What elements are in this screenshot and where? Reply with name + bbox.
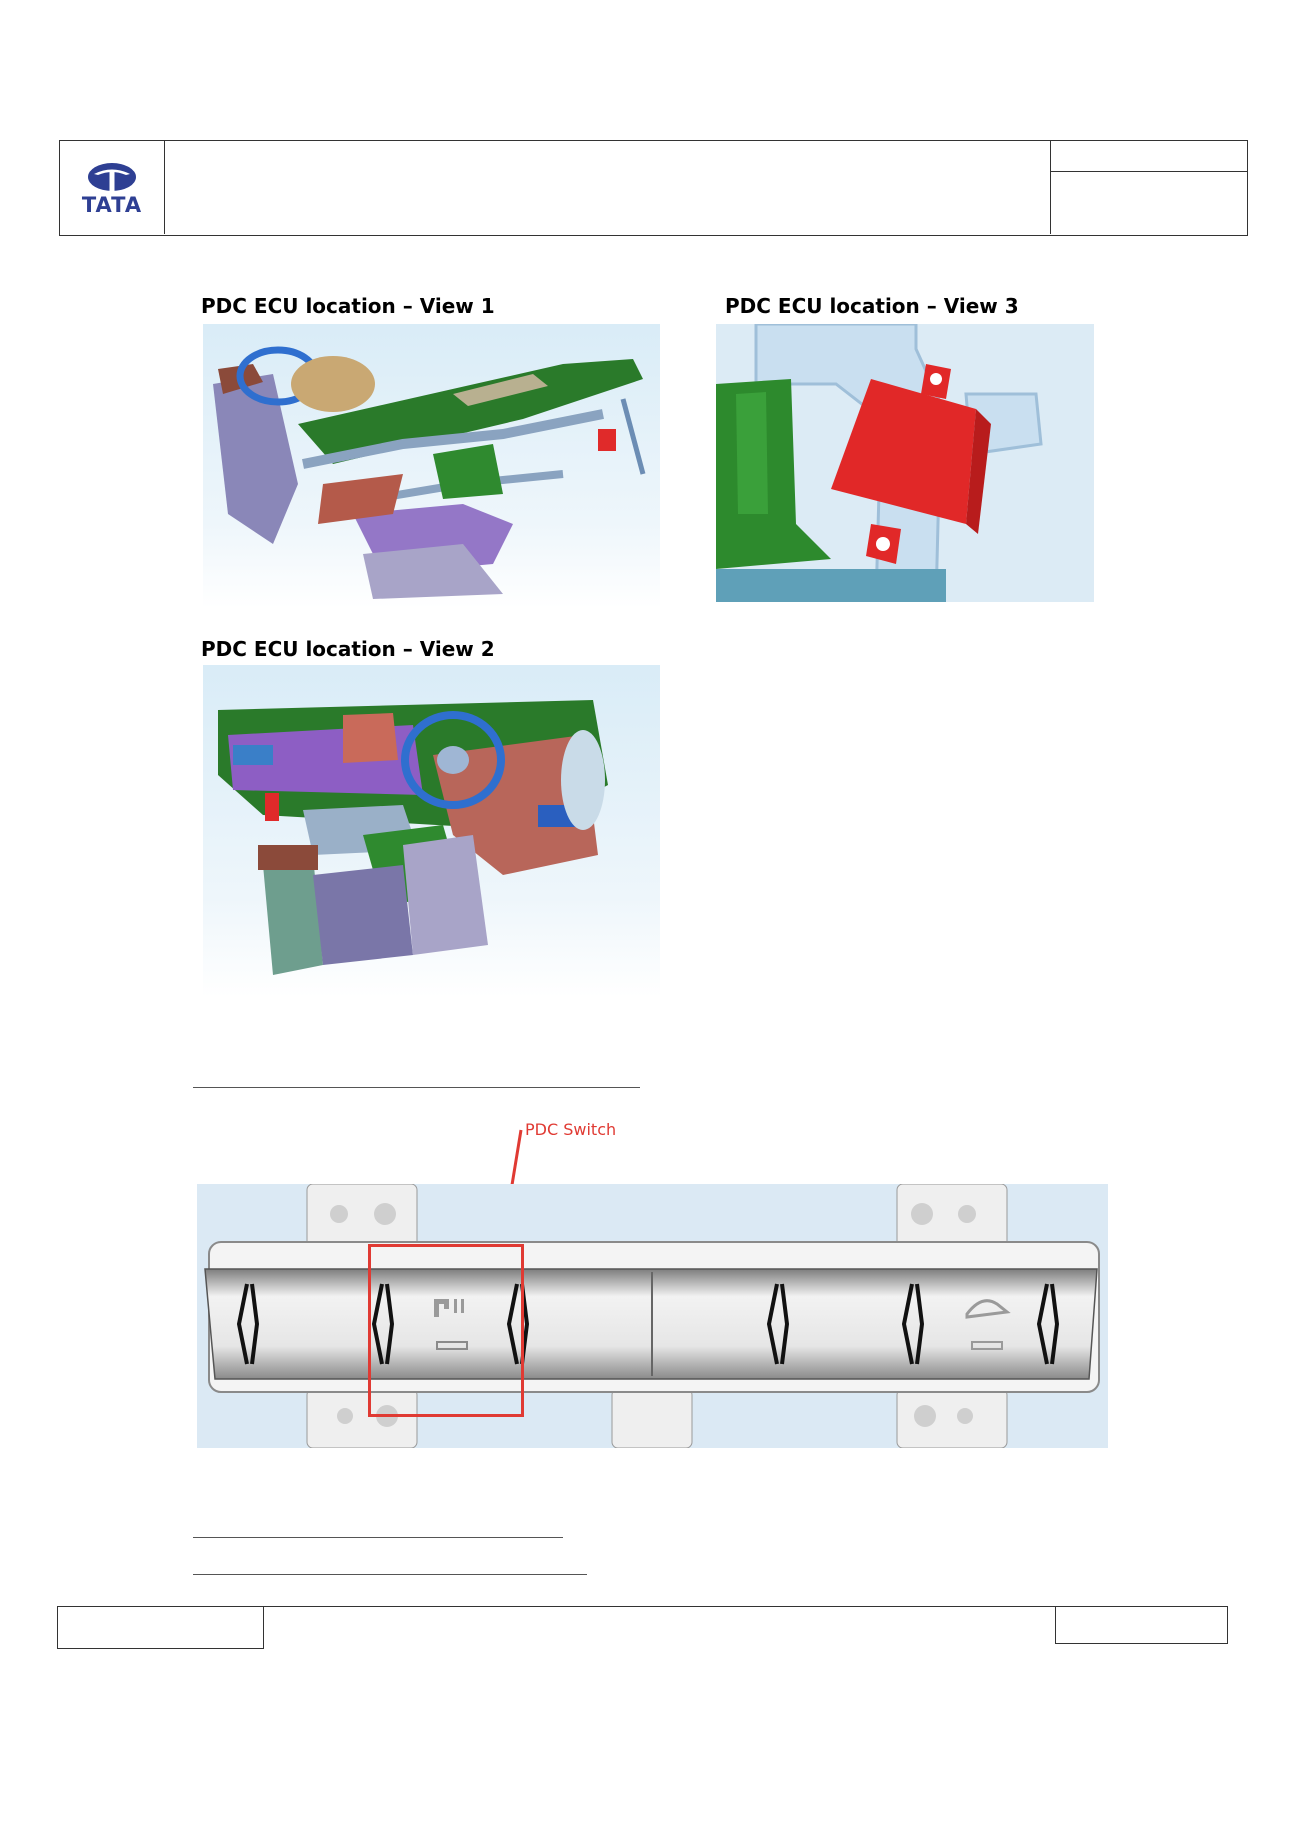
footer-right-box	[1055, 1606, 1228, 1644]
switch-panel-image	[197, 1184, 1108, 1448]
view2-caption: PDC ECU location – View 2	[201, 637, 495, 661]
logo-cell: TATA	[60, 141, 165, 234]
header-right-divider	[1051, 171, 1247, 172]
section-rule-3	[193, 1574, 587, 1575]
footer-rule	[264, 1606, 1055, 1607]
footer-left-box	[57, 1606, 264, 1649]
tata-logo-icon	[88, 163, 136, 191]
view1-caption: PDC ECU location – View 1	[201, 294, 495, 318]
view2-image	[203, 665, 660, 997]
view3-caption: PDC ECU location – View 3	[725, 294, 1019, 318]
document-header: TATA	[59, 140, 1248, 236]
section-rule	[193, 1087, 640, 1088]
pdc-switch-callout-label: PDC Switch	[525, 1120, 617, 1139]
pdc-switch-highlight	[368, 1244, 524, 1417]
view3-image	[716, 324, 1094, 602]
view1-image	[203, 324, 660, 608]
header-right-cell	[1050, 141, 1247, 234]
section-rule-2	[193, 1537, 563, 1538]
logo-wordmark: TATA	[81, 193, 143, 217]
